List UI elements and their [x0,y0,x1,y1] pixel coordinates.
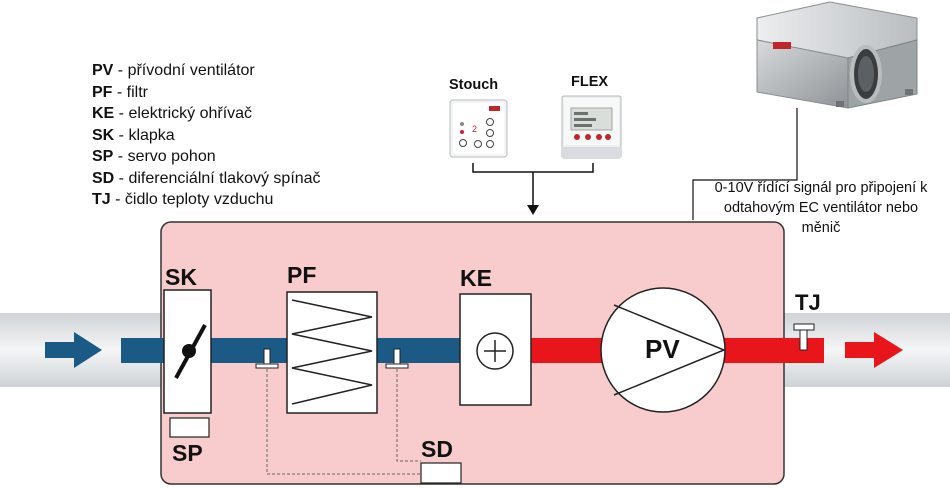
signal-note-line: měnič [801,220,841,236]
legend-desc: - diferenciální tlakový spínač [114,169,321,187]
flex-label: FLEX [571,74,609,90]
pressure-probe-right [393,348,401,366]
outlet-arrow [845,332,903,368]
ec-exhaust-fan [756,1,918,109]
legend-code: SK [92,126,115,144]
signal-note-line: odtahovým EC ventilátor nebo [723,200,919,216]
ec-fan-signal-line [692,108,798,220]
legend-code: PV [92,62,114,79]
signal-note: 0-10V řídící signál pro připojení k odta… [693,178,949,238]
inlet-arrow [45,332,102,368]
pressure-tube-right [396,369,421,462]
flex-controller [561,95,622,159]
legend-code: SD [92,169,115,187]
pressure-probe-left [263,348,271,366]
temperature-probe-head [793,323,815,331]
legend-desc: - klapka [114,126,175,144]
legend-code: PF [92,83,113,101]
pressure-tube-left [266,369,421,475]
legend-row: SK - klapka [92,125,321,147]
legend-desc: - přívodní ventilátor [113,62,255,79]
legend-code: KE [92,105,115,122]
controller-feed-arrowhead [527,205,539,215]
legend-row: PF - filtr [92,82,321,104]
temperature-probe [799,329,808,351]
fan-triangle [613,304,726,396]
legend-desc: - čidlo teploty vzduchu [110,191,274,208]
label-sd: SD [421,436,453,462]
label-sk: SK [165,264,197,290]
pressure-probe-right-base [385,363,409,369]
legend-code: TJ [92,191,111,208]
signal-note-line: 0-10V řídící signál pro připojení k [714,180,928,196]
label-pf: PF [287,262,317,288]
legend-row: PV - přívodní ventilátor [92,60,321,82]
stouch-label: Stouch [449,77,499,93]
filter-pleats [291,299,373,405]
legend-row: SD - diferenciální tlakový spínač [92,168,321,190]
stouch-controller: 2 [449,99,508,158]
pressure-probe-left-base [255,363,279,369]
label-pv: PV [645,334,680,364]
legend-row: TJ - čidlo teploty vzduchu [92,189,321,211]
legend-row: KE - elektrický ohřívač [92,103,321,125]
servo-box [169,417,210,438]
legend-desc: - elektrický ohřívač [114,105,253,122]
legend-desc: - servo pohon [113,148,216,165]
controller-bus-line [472,163,594,173]
legend-desc: - filtr [112,83,148,101]
legend-code: SP [92,148,114,165]
legend-row: SP - servo pohon [92,146,321,168]
label-ke: KE [460,265,492,291]
damper-pivot [182,344,196,358]
legend: PV - přívodní ventilátor PF - filtr KE -… [92,60,321,211]
pressure-switch-box [420,462,462,484]
label-tj: TJ [795,290,821,315]
svg-text:2: 2 [472,124,477,134]
label-sp: SP [172,440,203,466]
